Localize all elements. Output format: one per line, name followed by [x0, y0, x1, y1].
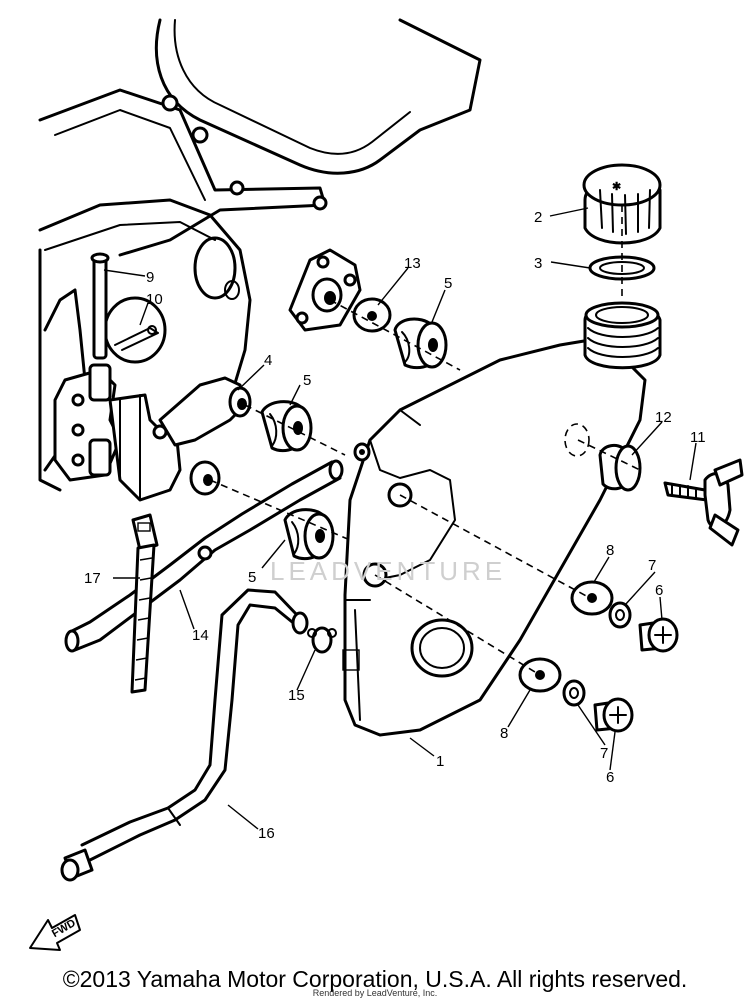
copyright-notice: ©2013 Yamaha Motor Corporation, U.S.A. A…	[62, 966, 688, 992]
oil-tank-1	[342, 301, 662, 737]
callout-12: 12	[655, 409, 672, 426]
hose-14	[64, 459, 344, 653]
wing-bolt-11	[663, 458, 744, 547]
rubber-mount-5-lower	[283, 508, 335, 561]
callout-11: 11	[690, 429, 706, 446]
callout-13: 13	[404, 255, 421, 272]
hose-clip-15	[307, 626, 337, 654]
callout-numbers: 1 2 3 4 5 5 5 5 6 6 7 7 8 8 9 10 11 12 1…	[84, 209, 706, 842]
rubber-mount-5-top	[393, 317, 448, 370]
mount-plate	[288, 248, 362, 332]
hose-16	[60, 588, 309, 882]
callout-7-lower: 7	[600, 745, 608, 762]
watermark-text: LEADVENTURE	[270, 556, 506, 586]
callout-5-lower: 5	[248, 569, 256, 586]
bolt-6-lower	[593, 697, 634, 733]
callout-8-lower: 8	[500, 725, 508, 742]
callout-7-upper: 7	[648, 557, 656, 574]
callout-3: 3	[534, 255, 542, 272]
callout-5-top: 5	[444, 275, 452, 292]
washer-8-upper	[570, 580, 614, 616]
callout-10: 10	[146, 291, 163, 308]
bolt-6-upper	[638, 617, 679, 653]
cotter-pin-10	[114, 325, 159, 351]
leader-lines	[103, 207, 697, 830]
washer-13	[352, 297, 392, 333]
callout-9: 9	[146, 269, 154, 286]
rubber-mount-5-middle	[260, 400, 313, 453]
callout-17: 17	[84, 570, 101, 587]
callout-16: 16	[258, 825, 275, 842]
callout-6-upper: 6	[655, 582, 663, 599]
forward-arrow-icon: FWD	[29, 914, 81, 951]
callout-5-middle: 5	[303, 372, 311, 389]
tie-band-17	[130, 513, 159, 694]
callout-6-lower: 6	[606, 769, 614, 786]
callout-14: 14	[192, 627, 209, 644]
assembly-centerlines	[209, 205, 641, 676]
rendered-by-notice: Rendered by LeadVenture, Inc.	[312, 988, 438, 998]
callout-2: 2	[534, 209, 542, 226]
callout-4: 4	[264, 352, 272, 369]
callout-8-upper: 8	[606, 542, 614, 559]
lock-washer-7-lower	[562, 679, 586, 707]
pin-9	[90, 252, 110, 360]
lock-washer-7-upper	[608, 601, 632, 629]
cap-marking-text: ✱	[612, 181, 621, 193]
grommet-12	[598, 443, 642, 492]
callout-1: 1	[436, 753, 444, 770]
callout-15: 15	[288, 687, 305, 704]
